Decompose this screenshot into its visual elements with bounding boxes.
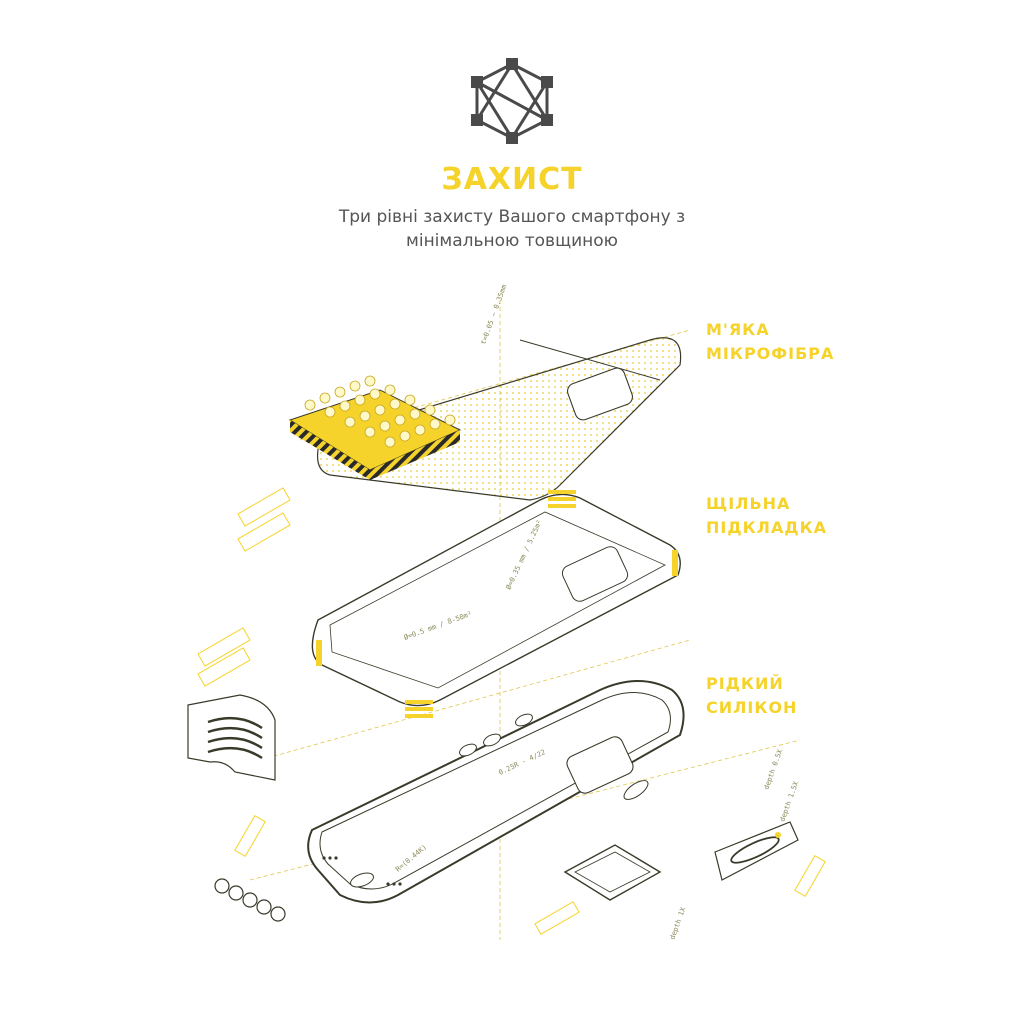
- side-button-detail: depth 0.5X depth 1.5X depth 1X: [668, 748, 800, 941]
- camera-insert-detail: [563, 844, 662, 901]
- page-title: ЗАХИСТ: [441, 162, 583, 197]
- protection-network-icon: [471, 58, 553, 144]
- silicone-layer: 0.25R - 4/22 R=(0.44K): [307, 680, 685, 904]
- svg-text:depth 1X: depth 1X: [668, 906, 687, 941]
- button-detail: [214, 878, 286, 922]
- liner-layer: Ø=0.35 mm / 5.25m² Ø=0.5 mm / 8-50m²: [311, 490, 681, 718]
- svg-text:depth 1.5X: depth 1.5X: [778, 780, 800, 823]
- corner-grip-detail: [187, 694, 276, 781]
- microfiber-layer: t=0.05 ~ 0.35mm: [288, 284, 682, 501]
- svg-text:t=0.05 ~ 0.35mm: t=0.05 ~ 0.35mm: [479, 284, 508, 346]
- svg-text:depth 0.5X: depth 0.5X: [762, 748, 784, 791]
- page-subtitle: Три рівні захисту Вашого смартфону з мін…: [338, 207, 686, 251]
